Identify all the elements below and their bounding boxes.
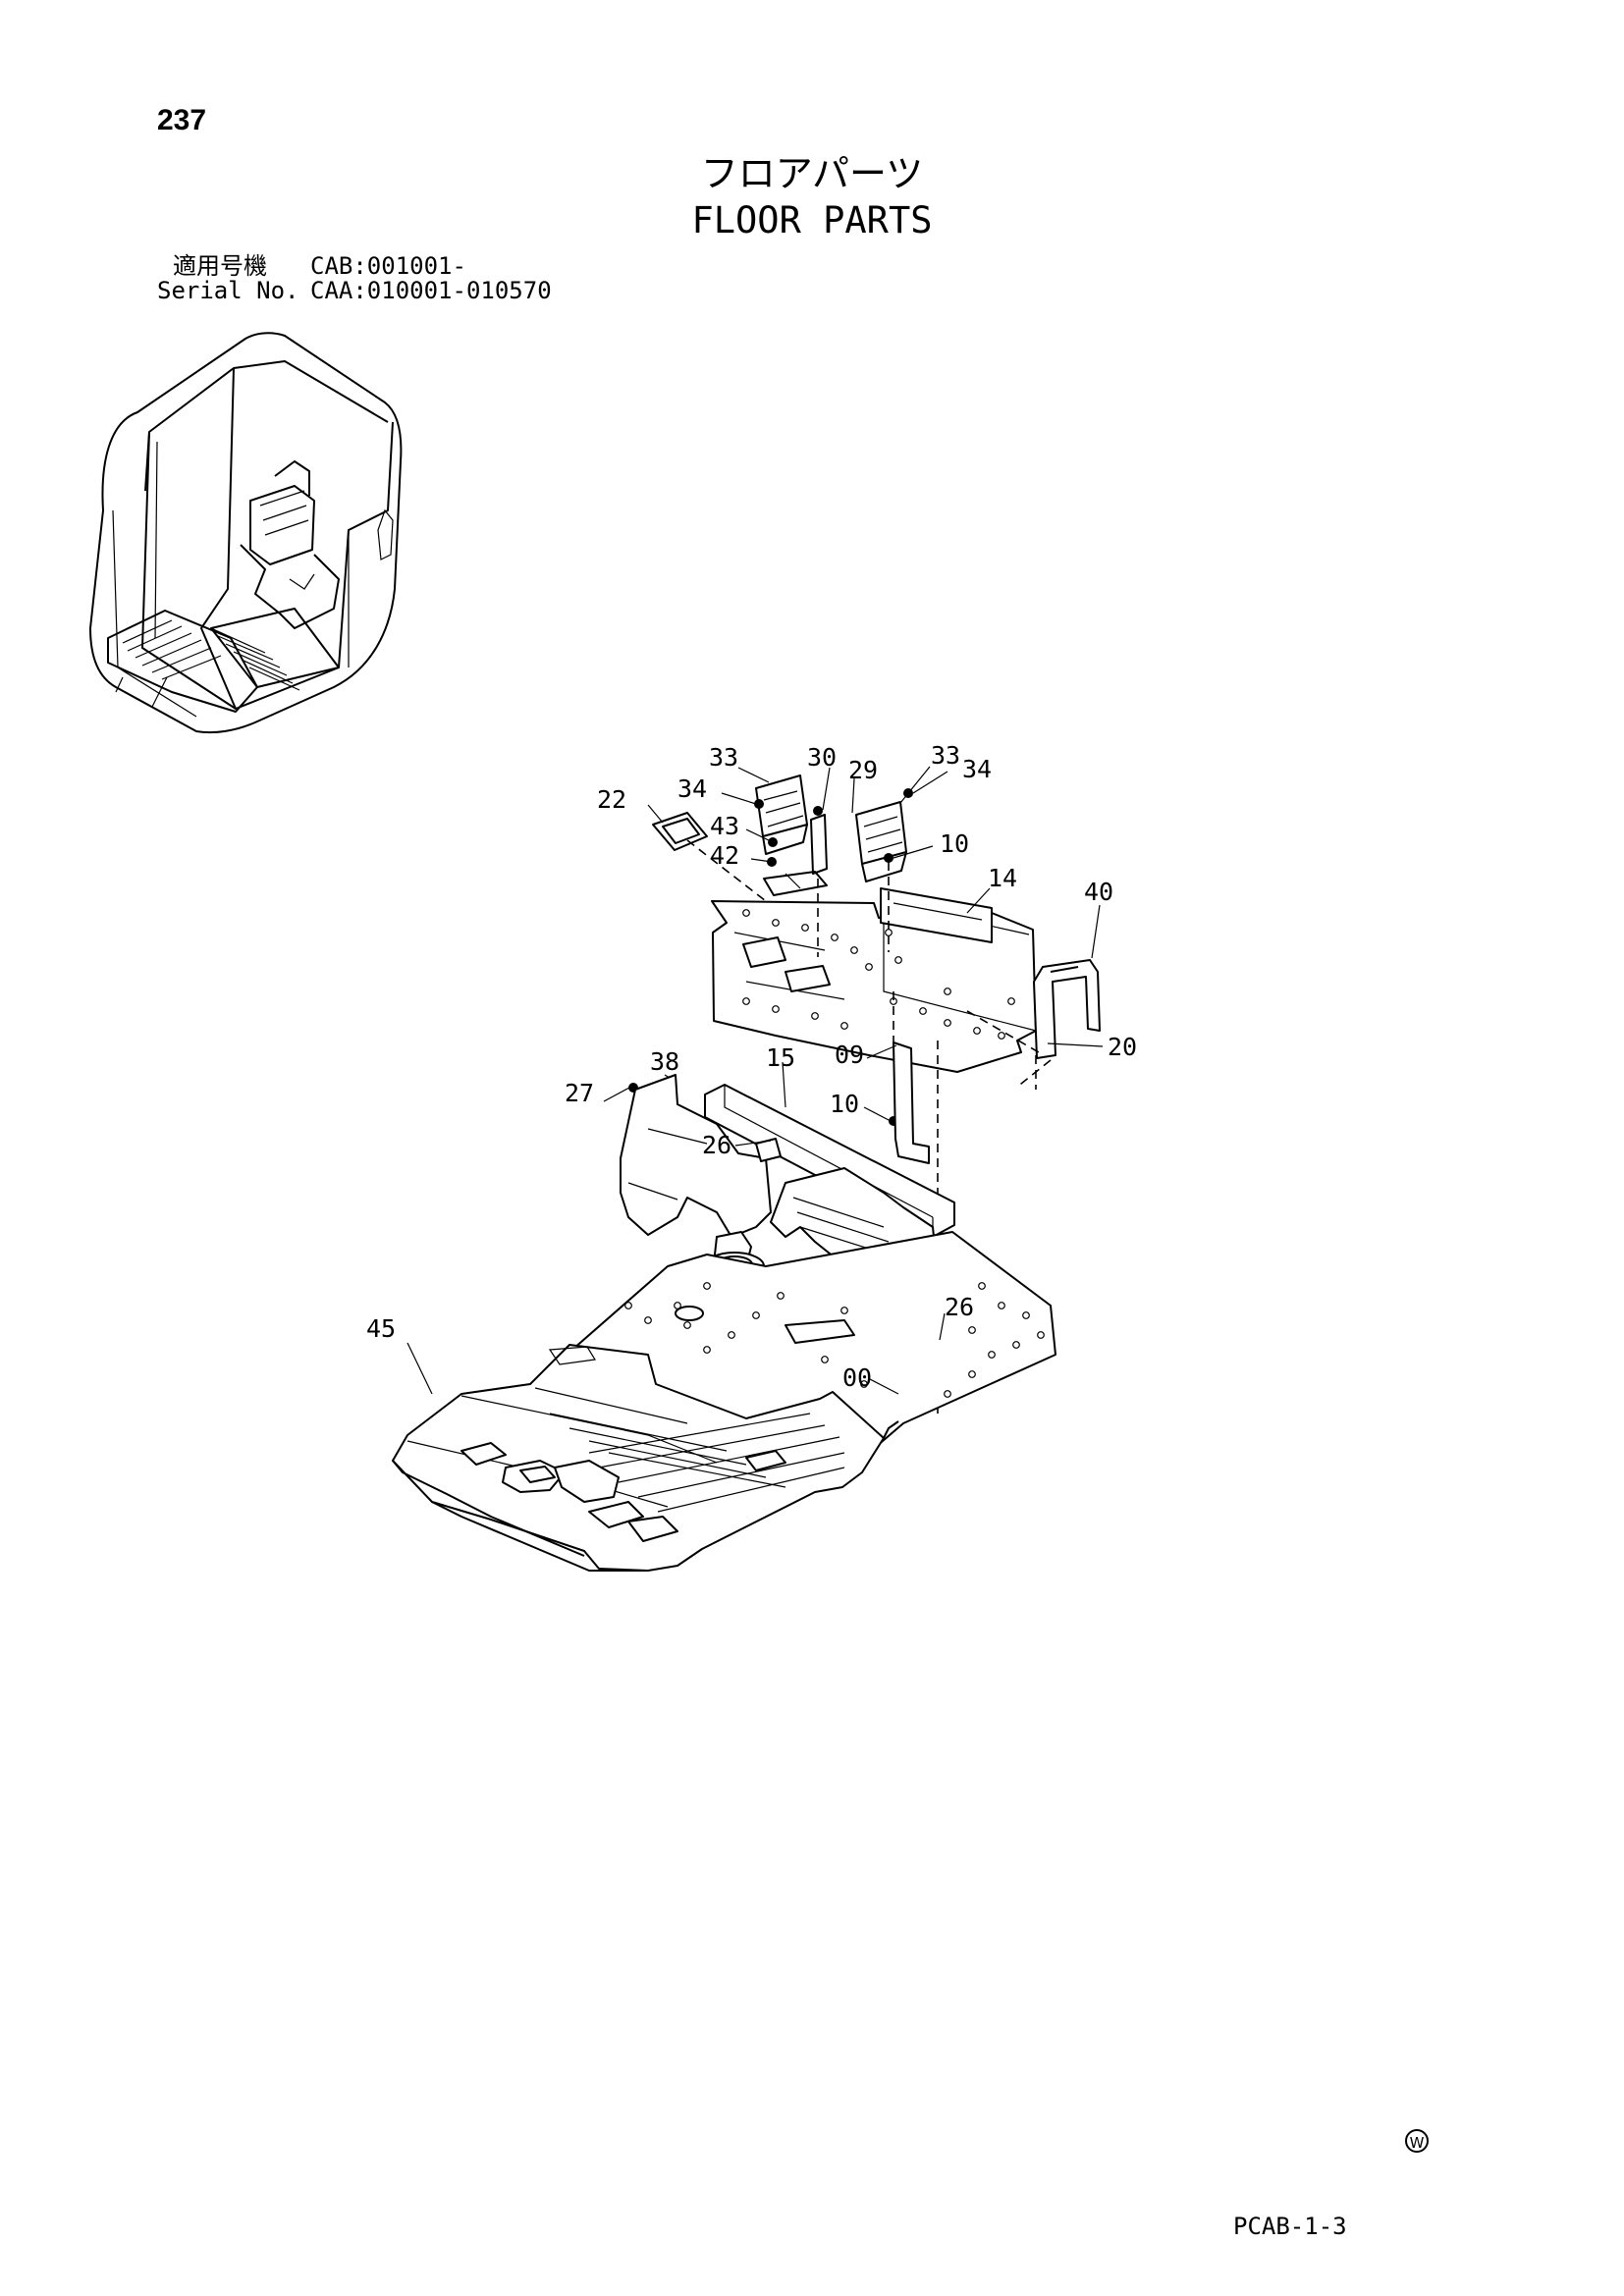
page-number: 237 [157, 104, 207, 136]
callout-10-upper: 10 [940, 829, 969, 858]
callout-26-lower: 26 [945, 1293, 974, 1321]
callout-34-right: 34 [962, 755, 992, 783]
page-title-english: FLOOR PARTS [691, 199, 933, 241]
callout-34-left: 34 [677, 774, 707, 803]
leader-lines [406, 766, 1104, 1395]
callout-33-right: 33 [931, 741, 960, 770]
callout-00: 00 [842, 1363, 872, 1392]
floor-plate-holes [624, 1282, 1045, 1398]
page-title-japanese: フロアパーツ [700, 152, 924, 195]
cab-overview-illustration [89, 332, 403, 734]
floor-mat-45 [392, 1344, 899, 1572]
applicability-label-japanese: 適用号機 [173, 252, 267, 280]
circled-w-mark: W [1405, 2129, 1429, 2153]
callout-30: 30 [807, 743, 837, 772]
callout-09: 09 [835, 1041, 864, 1069]
mounting-holes [742, 909, 1015, 1040]
bracket-plate-33-left [755, 774, 808, 837]
callout-42: 42 [710, 841, 739, 870]
callout-22: 22 [597, 785, 626, 814]
callout-27: 27 [565, 1079, 594, 1107]
callout-45: 45 [366, 1314, 396, 1343]
callout-40: 40 [1084, 878, 1113, 906]
callout-14: 14 [988, 864, 1017, 892]
callout-15: 15 [766, 1043, 795, 1072]
applicability-label-english: Serial No. [157, 277, 299, 304]
callout-33-left: 33 [709, 743, 738, 772]
strap-09 [893, 1041, 930, 1164]
applicability-serial-line1: CAB:001001- [310, 252, 466, 280]
applicability-serial-line2: CAA:010001-010570 [310, 277, 552, 304]
post-30 [810, 814, 828, 875]
callout-20: 20 [1108, 1033, 1137, 1061]
bracket-40 [1033, 959, 1101, 1059]
bracket-plate-33-right [855, 801, 907, 865]
callout-numbers: 33 30 29 33 34 34 22 43 42 10 14 40 20 3… [366, 741, 1137, 1392]
callout-29: 29 [848, 756, 878, 784]
gasket-22 [652, 812, 708, 851]
callout-43: 43 [710, 812, 739, 840]
page-code: PCAB-1-3 [1233, 2213, 1347, 2240]
circled-mark-letter: W [1410, 2134, 1425, 2152]
callout-26-upper: 26 [702, 1131, 731, 1159]
callout-10-lower: 10 [830, 1090, 859, 1118]
callout-38: 38 [650, 1047, 679, 1076]
